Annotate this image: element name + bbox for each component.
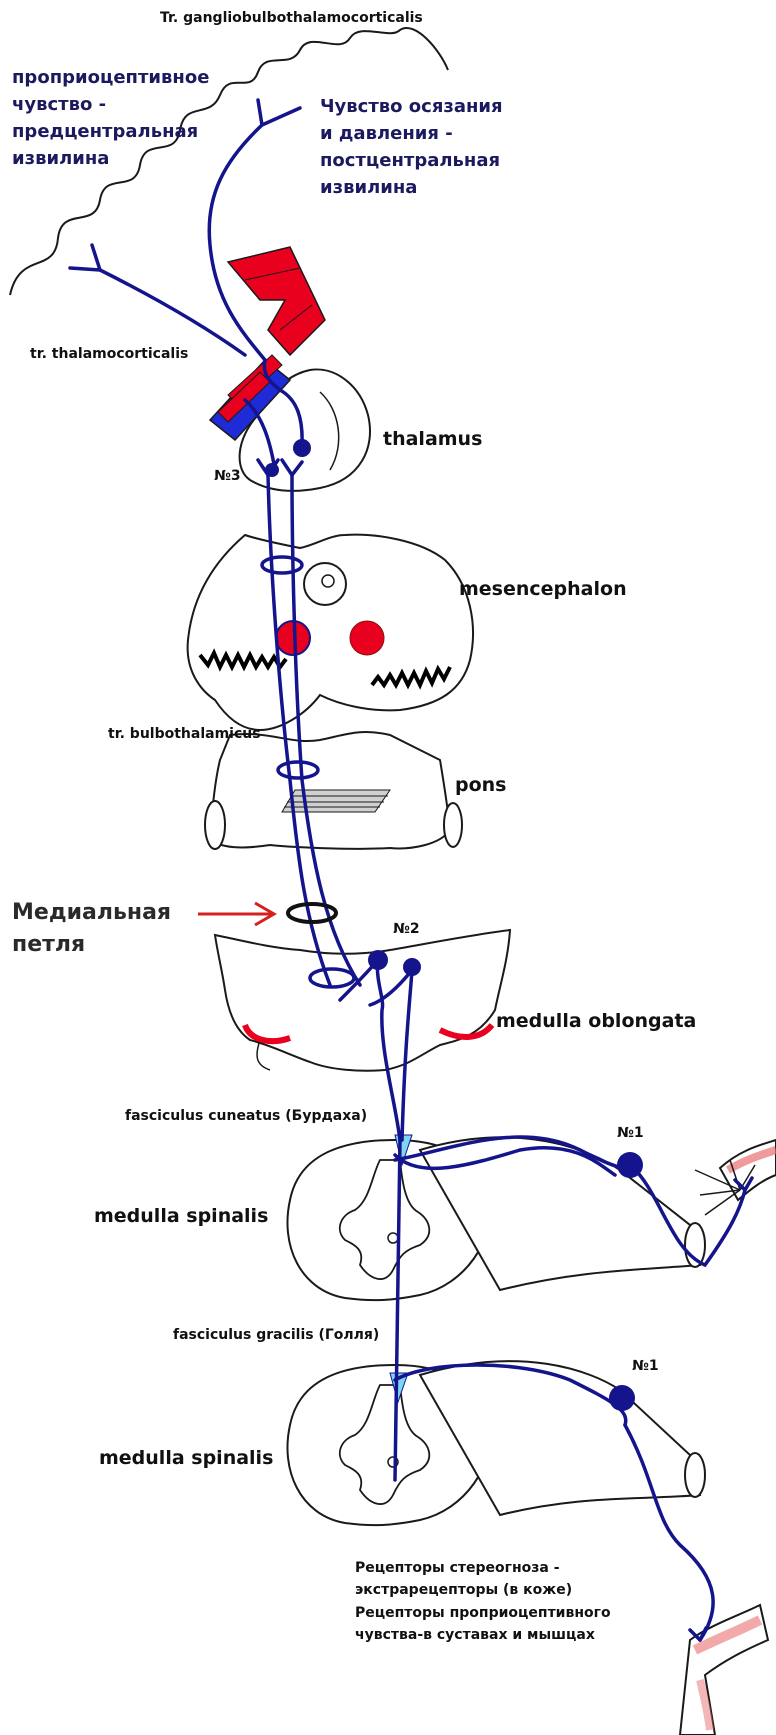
neuron-1-upper-label: №1	[617, 1125, 644, 1142]
mesencephalon-label: mesencephalon	[459, 578, 627, 601]
internal-capsule-red	[228, 247, 325, 355]
medial-lemniscus-arrow	[198, 903, 274, 925]
neuron-1-lower-label: №1	[632, 1358, 659, 1375]
thalamus-label: thalamus	[383, 428, 482, 451]
neuron-1-body-upper	[617, 1152, 643, 1178]
neuron-3-body-b	[265, 463, 279, 477]
fasciculus-cuneatus-label: fasciculus cuneatus (Бурдаха)	[125, 1108, 367, 1125]
pons-label: pons	[455, 774, 507, 797]
tract-bulbothalamicus-label: tr. bulbothalamicus	[108, 726, 261, 743]
neuron-3-body-a	[293, 439, 311, 457]
receptors-stereognosis-label: Рецепторы стереогноза - экстрарецепторы …	[355, 1557, 610, 1602]
medulla-spinalis-upper-label: medulla spinalis	[94, 1205, 268, 1228]
neuron-2-label: №2	[393, 921, 420, 938]
diagram-title: Tr. gangliobulbothalamocorticalis	[160, 10, 423, 27]
neuron-3-label: №3	[214, 468, 241, 485]
medial-lemniscus-label: Медиальная петля	[12, 897, 182, 961]
medulla-oblongata-label: medulla oblongata	[496, 1010, 696, 1033]
medulla-oblongata-outline	[215, 930, 510, 1071]
receptors-proprioceptive-label: Рецепторы проприоцептивного чувства-в су…	[355, 1602, 645, 1647]
precentral-label: проприоцептивное чувство - предцентральн…	[12, 64, 222, 172]
neuron-2-body-b	[403, 958, 421, 976]
medulla-spinalis-lower-label: medulla spinalis	[99, 1447, 273, 1470]
pons-hatched-area	[282, 790, 390, 812]
neuron-1-body-lower	[609, 1385, 635, 1411]
red-nucleus-right	[350, 621, 384, 655]
neuron-2-body-a	[368, 950, 388, 970]
postcentral-label: Чувство осязания и давления - постцентра…	[320, 93, 520, 201]
fasciculus-gracilis-label: fasciculus gracilis (Голля)	[173, 1327, 379, 1344]
tract-thalamocorticalis-label: tr. thalamocorticalis	[30, 346, 188, 363]
